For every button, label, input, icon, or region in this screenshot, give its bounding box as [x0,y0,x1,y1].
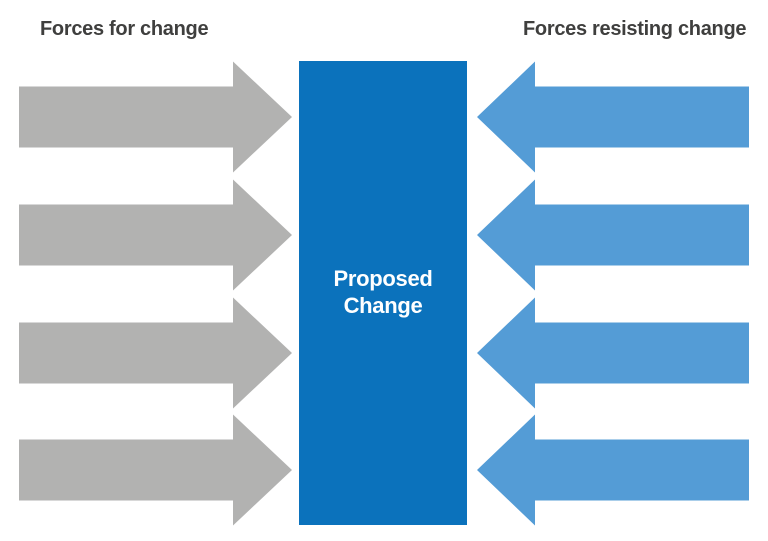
forces-resisting-change-heading: Forces resisting change [523,18,747,40]
force-for-change-arrow-2 [19,179,292,291]
proposed-change-box [299,61,467,525]
force-resisting-arrow-4 [477,414,749,526]
force-resisting-arrow-3 [477,297,749,409]
force-for-change-arrow-4 [19,414,292,526]
force-resisting-arrow-2 [477,179,749,291]
forces-for-change-heading: Forces for change [40,18,209,40]
force-for-change-arrow-3 [19,297,292,409]
proposed-change-label: Proposed Change [333,266,433,318]
force-for-change-arrow-1 [19,61,292,173]
force-resisting-arrow-1 [477,61,749,173]
proposed-change-label-container: Proposed Change [299,61,467,525]
